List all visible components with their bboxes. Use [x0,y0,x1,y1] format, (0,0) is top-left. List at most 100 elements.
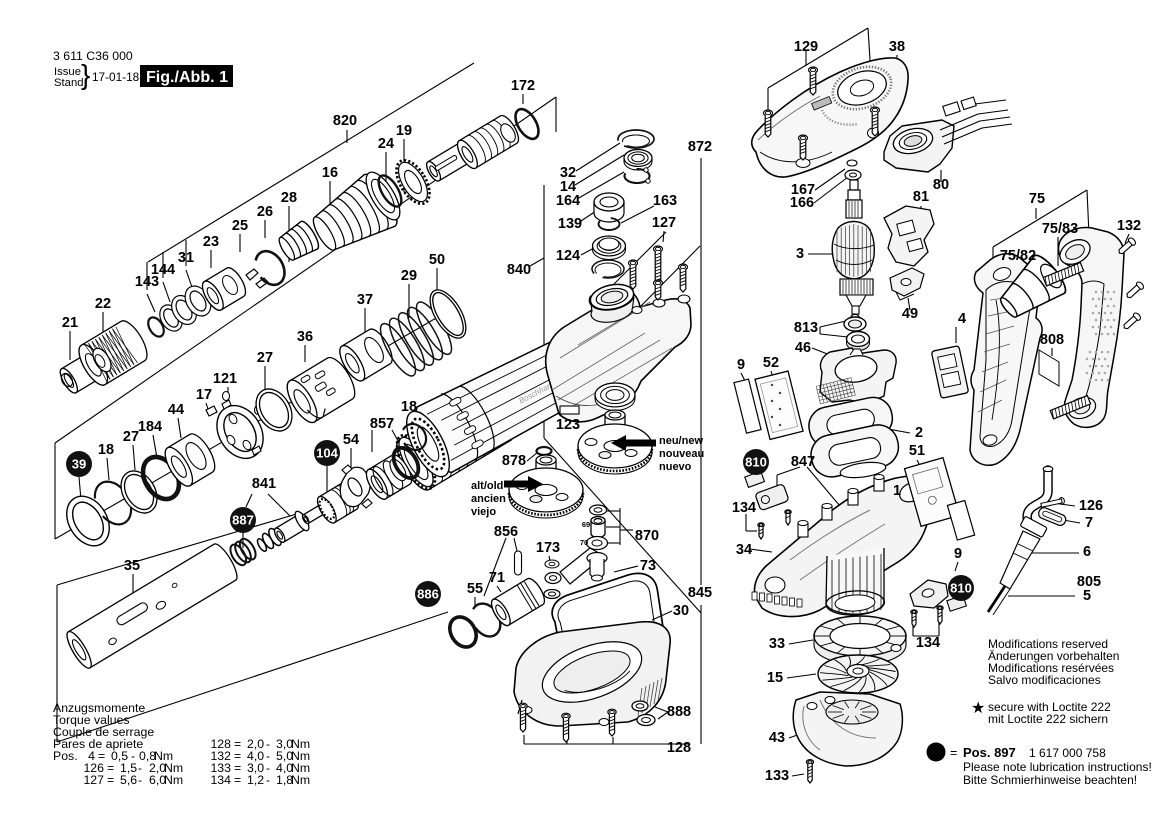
svg-text:24: 24 [378,136,394,152]
svg-text:=: = [950,746,957,760]
svg-text:18: 18 [401,399,417,415]
svg-text:39: 39 [72,457,86,472]
svg-text:167: 167 [791,182,815,198]
svg-text:4,0: 4,0 [276,761,293,775]
svg-text:=: = [234,761,241,775]
svg-text:=: = [98,749,105,763]
svg-text:163: 163 [653,193,677,209]
svg-text:ancien: ancien [471,493,506,505]
svg-text:69: 69 [582,520,590,529]
svg-text:4,0: 4,0 [247,749,264,763]
svg-text:888: 888 [667,704,691,720]
svg-text:128: 128 [667,740,691,756]
svg-text:133: 133 [210,761,231,775]
svg-text:35: 35 [124,558,140,574]
svg-text:secure with Loctite 222: secure with Loctite 222 [988,700,1111,714]
svg-text:52: 52 [763,355,779,371]
svg-text:3,0: 3,0 [247,761,264,775]
svg-text:1 617 000 758: 1 617 000 758 [1029,746,1106,760]
svg-text:840: 840 [507,262,531,278]
svg-text:813: 813 [794,320,818,336]
svg-text:9: 9 [954,546,962,562]
svg-text:0,5: 0,5 [111,749,128,763]
svg-text:mit Loctite 222 sichern: mit Loctite 222 sichern [988,712,1108,726]
svg-text:1,2: 1,2 [247,773,264,787]
svg-text:34: 34 [736,542,752,558]
svg-text:857: 857 [370,416,394,432]
svg-text:9: 9 [737,357,745,373]
svg-text:104: 104 [316,446,338,461]
svg-text:27: 27 [257,350,273,366]
svg-text:126: 126 [83,761,104,775]
svg-text:81: 81 [913,189,929,205]
svg-text:127: 127 [652,215,676,231]
svg-text:23: 23 [203,234,219,250]
svg-text:33: 33 [769,636,785,652]
svg-text:847: 847 [791,454,815,470]
svg-text:139: 139 [558,216,582,232]
svg-text:50: 50 [429,252,445,268]
svg-text:28: 28 [281,190,297,206]
svg-text:132: 132 [1117,218,1141,234]
svg-text:-: - [131,749,135,763]
svg-text:Nm: Nm [164,761,183,775]
svg-text:3: 3 [796,246,804,262]
svg-text:Bitte Schmierhinweise beachten: Bitte Schmierhinweise beachten! [963,773,1137,787]
svg-text:872: 872 [688,139,712,155]
svg-text:1: 1 [893,483,901,499]
svg-text:=: = [234,749,241,763]
svg-text:810: 810 [950,581,972,596]
svg-text:Nm: Nm [291,737,310,751]
svg-text:-: - [138,773,142,787]
svg-text:3,0: 3,0 [276,737,293,751]
svg-text:184: 184 [138,419,162,435]
svg-text:38: 38 [889,39,905,55]
svg-text:841: 841 [252,476,276,492]
svg-text:164: 164 [556,193,580,209]
svg-text:-: - [138,761,142,775]
svg-text:=: = [107,773,114,787]
svg-text:neu/new: neu/new [659,435,703,447]
svg-text:173: 173 [536,540,560,556]
svg-text:166: 166 [790,195,814,211]
svg-text:143: 143 [135,274,159,290]
svg-text:75/82: 75/82 [1000,248,1036,264]
svg-text:Torque values: Torque values [53,713,130,727]
svg-text:49: 49 [902,306,918,322]
svg-text:26: 26 [257,204,273,220]
svg-text:75: 75 [1029,191,1045,207]
svg-text:17: 17 [196,387,212,403]
svg-text:55: 55 [467,581,483,597]
svg-text:134: 134 [732,500,756,516]
svg-text:70: 70 [580,538,588,547]
svg-text:126: 126 [1079,498,1103,514]
svg-text:4: 4 [958,311,966,327]
svg-text:37: 37 [357,292,373,308]
svg-text:-: - [266,737,270,751]
svg-text:2,0: 2,0 [149,761,166,775]
svg-text:22: 22 [95,296,111,312]
svg-text:★: ★ [971,700,985,717]
svg-text:19: 19 [396,123,412,139]
svg-text:80: 80 [933,177,949,193]
svg-text:Anzugsmomente: Anzugsmomente [53,701,145,715]
svg-text:127: 127 [83,773,104,787]
svg-text:alt/old: alt/old [471,480,503,492]
svg-text:7: 7 [1085,515,1093,531]
svg-text:124: 124 [556,248,580,264]
svg-text:-: - [266,761,270,775]
svg-text:18: 18 [98,442,114,458]
svg-text:128: 128 [210,737,231,751]
svg-text:27: 27 [123,429,139,445]
svg-text:144: 144 [151,262,175,278]
svg-text:4: 4 [88,749,95,763]
svg-text:Nm: Nm [164,773,183,787]
svg-text:845: 845 [688,585,712,601]
svg-text:878: 878 [502,453,526,469]
svg-text:21: 21 [62,315,78,331]
svg-text:Please note lubrication instru: Please note lubrication instructions! [963,760,1152,774]
svg-text:810: 810 [745,455,767,470]
svg-text:0,8: 0,8 [139,749,156,763]
svg-text:129: 129 [794,39,818,55]
svg-text:805: 805 [1077,574,1101,590]
